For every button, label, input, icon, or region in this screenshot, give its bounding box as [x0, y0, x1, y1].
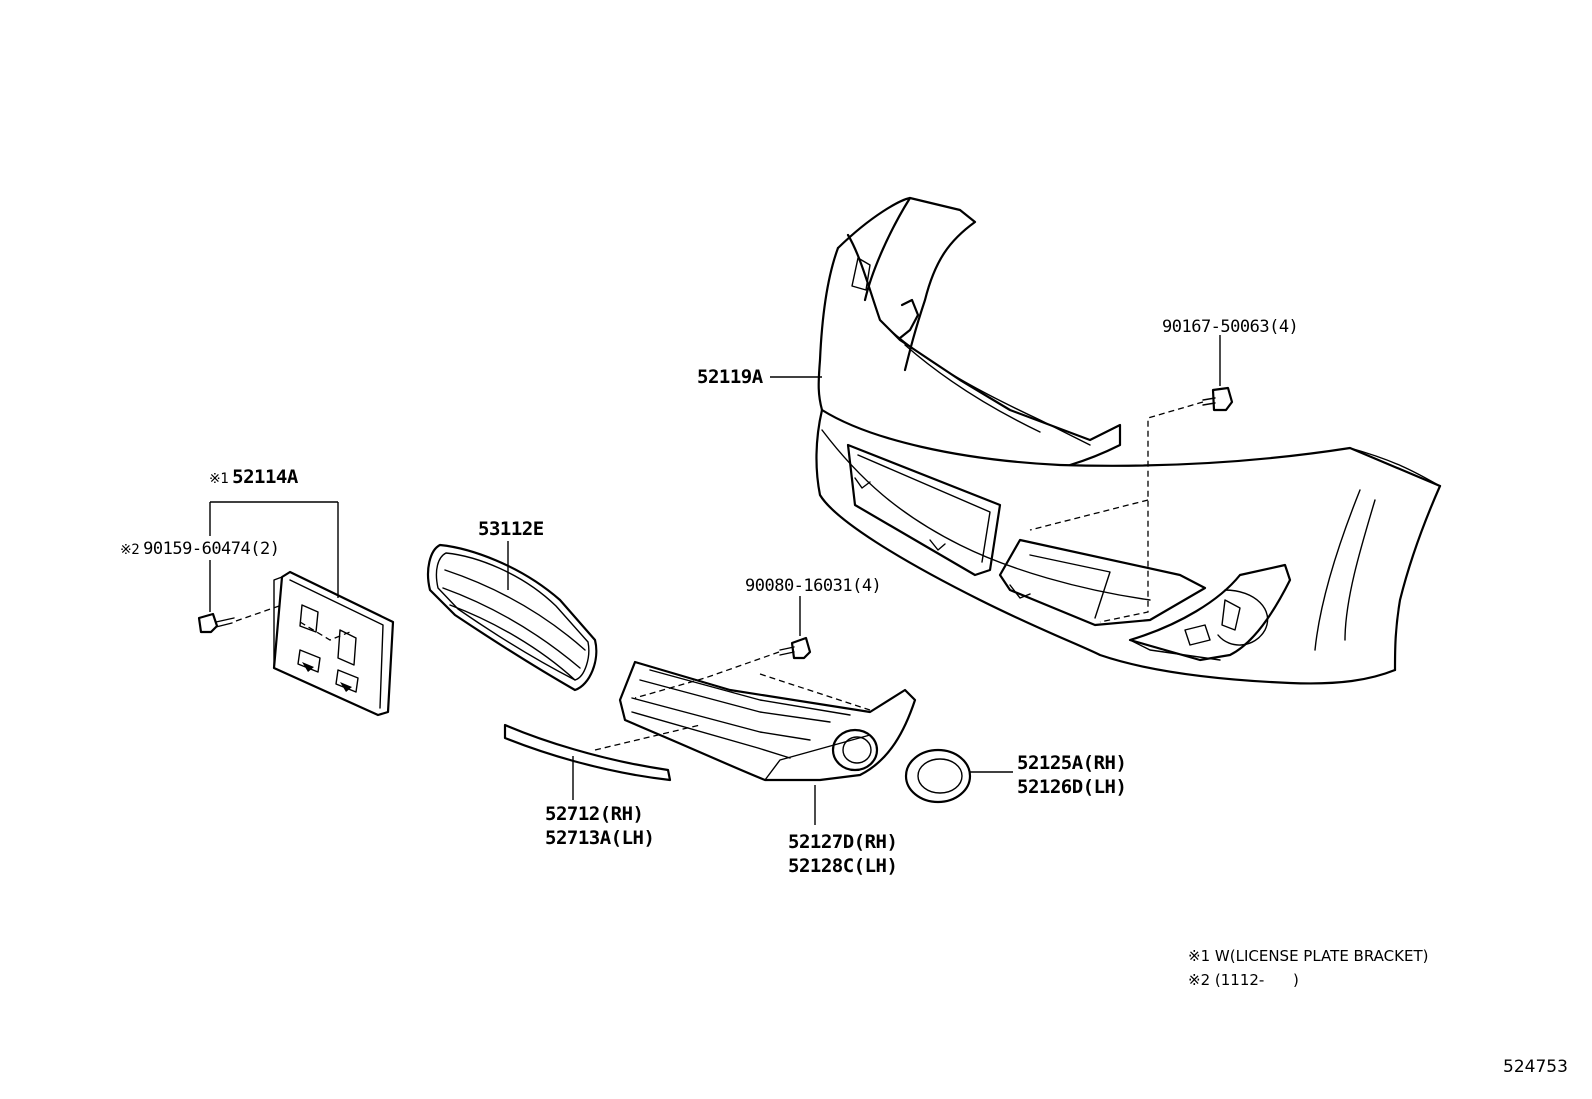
note-2: ※2 (1112- ) — [1188, 970, 1299, 990]
callout-bracket-screw-number: 90159-60474(2) — [143, 539, 280, 559]
grille-screw-part[interactable] — [779, 636, 812, 660]
callout-license-bracket-number: 52114A — [232, 466, 298, 488]
note-1: ※1 W(LICENSE PLATE BRACKET) — [1188, 946, 1428, 966]
callout-moulding-rh[interactable]: 52712(RH) — [545, 803, 644, 825]
fog-cover-part[interactable] — [904, 748, 972, 804]
callout-bumper-cover[interactable]: 52119A — [697, 366, 763, 388]
license-bracket-part[interactable] — [272, 570, 395, 717]
note-1-text: W(LICENSE PLATE BRACKET) — [1214, 947, 1429, 965]
callout-grille-screw[interactable]: 90080-16031(4) — [745, 576, 882, 596]
diagram-id: 524753 — [1503, 1057, 1568, 1077]
clip-part[interactable] — [1202, 386, 1234, 412]
callout-fog-cover-rh[interactable]: 52125A(RH) — [1017, 752, 1127, 774]
note-2-mark: ※2 — [1188, 971, 1211, 989]
note-2-text: (1112- ) — [1214, 971, 1299, 989]
note-mark-1: ※1 — [209, 471, 229, 487]
note-mark-2: ※2 — [120, 542, 140, 558]
center-grille-part[interactable] — [426, 543, 598, 692]
callout-lower-grille-lh[interactable]: 52128C(LH) — [788, 855, 898, 877]
callout-moulding-lh[interactable]: 52713A(LH) — [545, 827, 655, 849]
note-1-mark: ※1 — [1188, 947, 1211, 965]
callout-lower-grille-rh[interactable]: 52127D(RH) — [788, 831, 898, 853]
callout-fog-cover-lh[interactable]: 52126D(LH) — [1017, 776, 1127, 798]
callout-clip[interactable]: 90167-50063(4) — [1162, 317, 1299, 337]
moulding-part[interactable] — [503, 723, 672, 782]
bracket-screw-part[interactable] — [197, 612, 235, 634]
lower-grille-part[interactable] — [618, 660, 917, 782]
bumper-cover-part[interactable] — [815, 196, 1442, 685]
callout-center-grille[interactable]: 53112E — [478, 518, 544, 540]
